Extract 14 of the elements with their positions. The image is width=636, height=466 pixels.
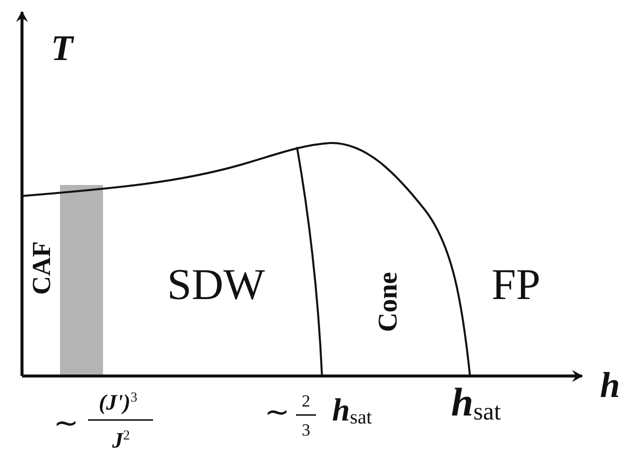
tick-label: h$_{sat}$ xyxy=(332,394,372,428)
axis-label: T xyxy=(51,30,73,66)
fraction-numerator: (J')$^{3}$ xyxy=(98,390,138,414)
fraction-denominator: 3 xyxy=(302,422,310,438)
phase-label: SDW xyxy=(167,263,265,307)
phase-label: CAF xyxy=(29,241,55,295)
tick-label: h$_{sat}$ xyxy=(451,382,501,426)
phase-label: Cone xyxy=(374,272,402,332)
phase-label: FP xyxy=(492,263,540,307)
tilde-symbol: ∼ xyxy=(264,398,290,428)
axis-label: h xyxy=(600,367,620,403)
tilde-symbol: ∼ xyxy=(54,409,78,439)
fraction-denominator: J$^{2}$ xyxy=(112,428,130,452)
fraction-numerator: 2 xyxy=(302,392,310,410)
